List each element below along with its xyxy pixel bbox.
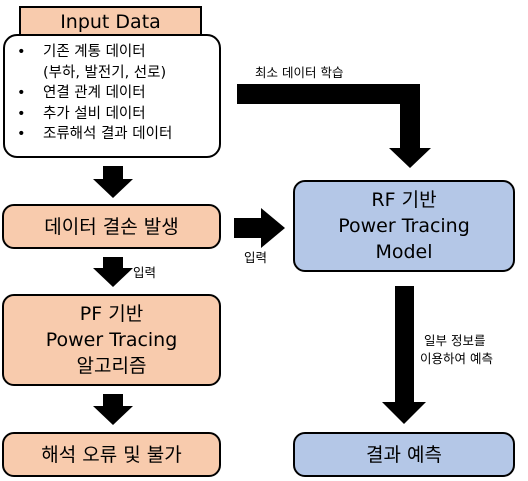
missing-data-box: 데이터 결손 발생 <box>2 204 221 249</box>
down-arrow-icon <box>93 394 133 425</box>
down-arrow-icon <box>93 166 133 198</box>
list-item: (부하, 발전기, 선로) <box>15 63 172 84</box>
input-data-list-box: • 기존 계통 데이터 (부하, 발전기, 선로) • 연결 관계 데이터 • 추가 … <box>3 34 221 158</box>
pf-line-3: 알고리즘 <box>76 355 147 377</box>
result-prediction-text: 결과 예측 <box>366 443 442 466</box>
down-arrow-icon <box>93 257 133 287</box>
list-item-text: 추가 설비 데이터 <box>43 105 146 122</box>
pf-algorithm-box: PF 기반 Power Tracing 알고리즘 <box>2 294 221 386</box>
analysis-error-box: 해석 오류 및 불가 <box>2 432 221 477</box>
list-item-text: 연결 관계 데이터 <box>43 85 146 101</box>
rf-line-3: Model <box>375 241 433 263</box>
list-item: • 연결 관계 데이터 <box>15 83 172 104</box>
right-arrow-icon <box>234 208 285 248</box>
rf-line-1: RF 기반 <box>371 189 437 211</box>
result-prediction-box: 결과 예측 <box>293 432 515 477</box>
down-arrow-icon <box>382 286 426 424</box>
train-label: 최소 데이터 학습 <box>255 65 344 80</box>
list-item-text: (부하, 발전기, 선로) <box>43 64 167 81</box>
input-data-list: • 기존 계통 데이터 (부하, 발전기, 선로) • 연결 관계 데이터 • 추가 … <box>15 42 172 145</box>
elbow-arrow-icon <box>237 84 431 168</box>
list-item-text: 기존 계통 데이터 <box>43 44 146 60</box>
input-data-title: Input Data <box>19 6 202 37</box>
list-item: • 기존 계통 데이터 <box>15 42 172 63</box>
pf-line-2: Power Tracing <box>45 329 178 351</box>
rf-model-box: RF 기반 Power Tracing Model <box>293 180 515 272</box>
predict-label-line-2: 이용하여 예측 <box>420 351 493 366</box>
rf-input-label: 입력 <box>244 250 268 265</box>
pf-input-label: 입력 <box>133 265 157 280</box>
predict-label-line-1: 일부 정보를 <box>424 333 486 348</box>
bullet: • <box>17 105 26 122</box>
analysis-error-text: 해석 오류 및 불가 <box>41 443 182 466</box>
input-data-title-text: Input Data <box>60 10 161 33</box>
list-item: • 조류해석 결과 데이터 <box>15 124 172 145</box>
list-item-text: 조류해석 결과 데이터 <box>43 126 173 142</box>
bullet: • <box>17 85 26 101</box>
rf-line-2: Power Tracing <box>338 215 470 237</box>
list-item: • 추가 설비 데이터 <box>15 104 172 125</box>
bullet: • <box>17 126 26 142</box>
pf-line-1: PF 기반 <box>79 303 144 325</box>
missing-data-text: 데이터 결손 발생 <box>44 215 179 238</box>
bullet: • <box>17 44 26 60</box>
